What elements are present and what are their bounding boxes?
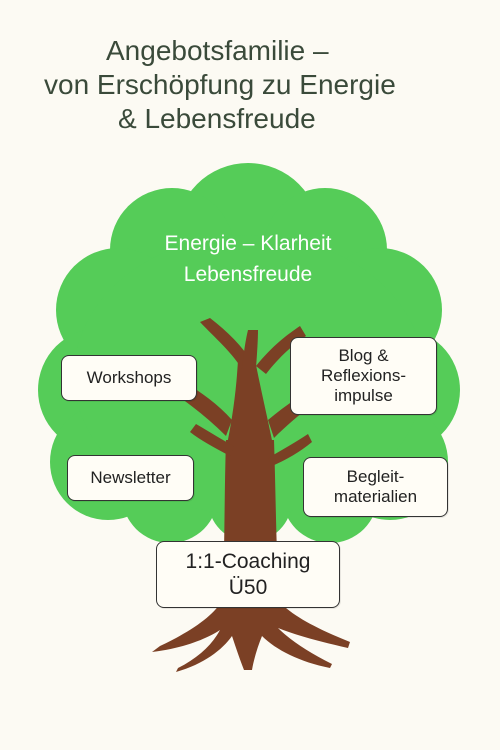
title-line-1: Angebotsfamilie – (106, 35, 329, 66)
crown-line-1: Energie – Klarheit (164, 232, 332, 255)
crown-text: Energie – Klarheit Lebensfreude (98, 228, 398, 290)
coaching-label-line-1: 1:1-Coaching (185, 549, 311, 573)
coaching-label-line-2: Ü50 (228, 575, 268, 599)
workshops-label: Workshops (86, 368, 172, 387)
blog-label-line-1: Blog & (338, 346, 389, 365)
begleit-label-line-1: Begleit- (346, 467, 405, 486)
newsletter-label: Newsletter (90, 468, 171, 487)
blog-label-line-3: impulse (334, 386, 393, 405)
blog-box: Blog & Reflexions- impulse (290, 337, 437, 415)
newsletter-box: Newsletter (67, 455, 194, 501)
title-line-2: von Erschöpfung zu Energie (44, 69, 396, 100)
title-line-3: & Lebensfreude (118, 103, 316, 134)
blog-label-line-2: Reflexions- (320, 366, 407, 385)
workshops-box: Workshops (61, 355, 197, 401)
begleit-label-line-2: materialien (333, 487, 418, 506)
crown-line-2: Lebensfreude (183, 263, 313, 286)
begleitmaterialien-box: Begleit- materialien (303, 457, 448, 517)
page-title: Angebotsfamilie – von Erschöpfung zu Ene… (0, 34, 500, 136)
coaching-box: 1:1-Coaching Ü50 (156, 541, 340, 608)
